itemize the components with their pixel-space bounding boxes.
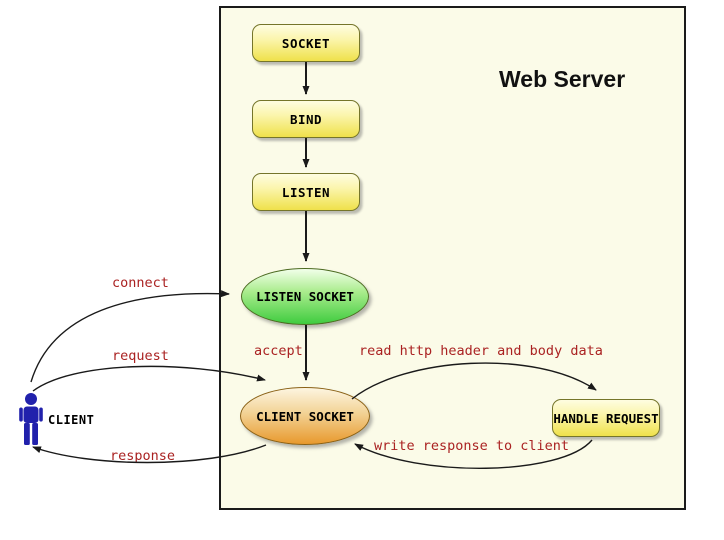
- client-person-icon: [19, 393, 43, 445]
- edge-label-request: request: [112, 348, 169, 364]
- node-client-socket-label: CLIENT SOCKET: [256, 408, 354, 424]
- client-actor-label: CLIENT: [48, 413, 95, 427]
- node-listen: LISTEN: [252, 173, 360, 211]
- node-client-socket: CLIENT SOCKET: [240, 387, 370, 445]
- node-bind-label: BIND: [289, 111, 323, 127]
- node-socket: SOCKET: [252, 24, 360, 62]
- edge-label-accept: accept: [254, 343, 303, 359]
- node-bind: BIND: [252, 100, 360, 138]
- arrow-connect-client-to-listen-socket: [30, 290, 230, 383]
- edge-label-response: response: [110, 448, 176, 464]
- node-listen-label: LISTEN: [281, 184, 331, 200]
- edge-label-connect: connect: [112, 275, 169, 291]
- edge-label-read-http: read http header and body data: [359, 343, 603, 359]
- node-handle-request-label: HANDLE REQUEST: [553, 410, 659, 426]
- edge-label-write-response: write response to client: [374, 438, 570, 454]
- node-listen-socket: LISTEN SOCKET: [241, 268, 369, 325]
- node-handle-request: HANDLE REQUEST: [552, 399, 660, 437]
- web-server-title: Web Server: [499, 66, 626, 92]
- node-listen-socket-label: LISTEN SOCKET: [256, 289, 354, 304]
- node-socket-label: SOCKET: [281, 35, 331, 51]
